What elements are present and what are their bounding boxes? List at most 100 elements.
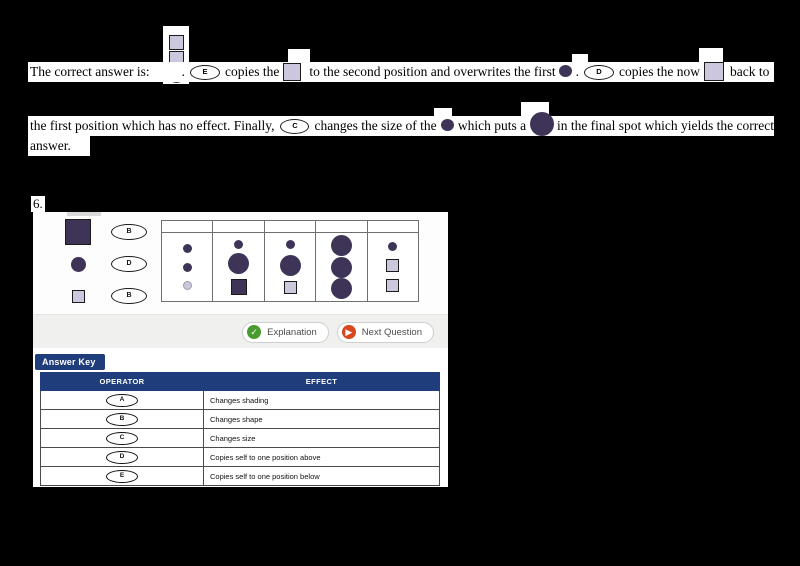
operator-token-b: B <box>111 224 147 240</box>
column-header-effect: EFFECT <box>203 372 440 391</box>
table-row: D Copies self to one position above <box>40 447 440 467</box>
line1-text-b: copies the <box>224 64 280 79</box>
shape-circle-light <box>182 280 192 290</box>
line2-text-a: the first position which has no effect. … <box>30 118 275 133</box>
answer-option-5[interactable] <box>367 221 419 301</box>
shape-circle-dark <box>70 256 86 272</box>
explanation-button[interactable]: ✓ Explanation <box>242 321 329 343</box>
table-row: E Copies self to one position below <box>40 466 440 486</box>
answer-option-selector[interactable] <box>162 221 213 233</box>
shape-circle-dark <box>330 256 352 278</box>
operator-token-e: E <box>189 64 220 80</box>
answer-options-grid <box>161 220 419 302</box>
answer-option-selector[interactable] <box>367 221 419 233</box>
shape-circle-dark <box>182 262 192 272</box>
shape-circle-dark <box>182 244 192 254</box>
operator-token-d: D <box>584 64 615 80</box>
cell-operator: C <box>40 428 204 448</box>
square-light-glyph <box>283 63 302 81</box>
explanation-button-label: Explanation <box>267 326 317 338</box>
answer-option-selector[interactable] <box>213 221 264 233</box>
line1-text-d: copies the now <box>619 64 700 79</box>
check-circle-icon: ✓ <box>247 325 262 339</box>
line1-text-c: to the second position and overwrites th… <box>309 64 556 79</box>
question-number: 6. <box>31 196 45 212</box>
circle-dark-glyph <box>440 119 454 131</box>
cell-effect: Copies self to one position above <box>203 447 440 467</box>
stem-row: B <box>61 280 171 312</box>
line2-text-b: changes the size of the <box>314 118 437 133</box>
play-circle-icon: ▶ <box>341 325 356 339</box>
next-question-button-label: Next Question <box>361 326 422 338</box>
line1-text-a: The correct answer is: <box>30 64 150 79</box>
line3-text: answer. <box>30 138 71 153</box>
cell-operator: D <box>40 447 204 467</box>
answer-option-4[interactable] <box>316 221 368 301</box>
shape-square-light <box>283 280 297 294</box>
cell-effect: Copies self to one position below <box>203 466 440 486</box>
cell-operator: A <box>40 390 204 410</box>
line1-text-e: back to <box>730 64 770 79</box>
stem-operator-cell: B <box>109 224 149 240</box>
operator-token-d: D <box>106 450 138 464</box>
shape-circle-dark <box>234 239 244 249</box>
answer-option-3[interactable] <box>264 221 317 301</box>
cell-operator: B <box>40 409 204 429</box>
answer-option-shapes <box>265 233 315 301</box>
line1-period-2: . <box>575 64 580 79</box>
operator-token-e: E <box>106 469 138 483</box>
glyph-backdrop <box>288 49 310 63</box>
circle-dark-large-glyph <box>530 112 555 136</box>
cell-effect: Changes shading <box>203 390 440 410</box>
shape-square-dark <box>65 219 91 245</box>
shape-square-light <box>386 278 400 292</box>
shape-square-dark <box>230 278 247 295</box>
stem-row: B <box>61 216 171 248</box>
shape-square-light <box>71 289 85 303</box>
answer-option-shapes <box>213 233 263 301</box>
shape-circle-dark <box>279 254 301 276</box>
answer-key-tab[interactable]: Answer Key <box>35 354 105 370</box>
shape-circle-dark <box>330 235 352 257</box>
question-toolbar: ✓ Explanation ▶ Next Question <box>33 315 448 350</box>
explanation-line-1: The correct answer is: . E copies the to… <box>28 62 774 82</box>
stem-shape-cell <box>61 256 95 272</box>
shape-circle-dark <box>330 277 352 299</box>
answer-option-shapes <box>316 233 366 301</box>
stem-operator-cell: B <box>109 288 149 304</box>
shape-circle-dark <box>228 253 250 274</box>
explanation-line-3: answer. <box>28 136 90 156</box>
glyph-backdrop <box>699 48 723 63</box>
shape-circle-dark <box>388 242 398 252</box>
stem-shape-cell <box>61 219 95 245</box>
stem-operator-cell: D <box>109 256 149 272</box>
shape-square-light <box>386 258 400 272</box>
table-header-row: OPERATOR EFFECT <box>40 372 440 391</box>
answer-option-2[interactable] <box>213 221 265 301</box>
table-row: C Changes size <box>40 428 440 448</box>
answer-option-selector[interactable] <box>264 221 316 233</box>
line2-text-d: in the final spot which yields the corre… <box>556 118 774 133</box>
line1-period: . <box>181 64 185 79</box>
operator-token-b: B <box>111 288 147 304</box>
cell-effect: Changes shape <box>203 409 440 429</box>
operator-token-c: C <box>106 431 138 445</box>
stem-shape-cell <box>61 289 95 303</box>
explanation-line-2: the first position which has no effect. … <box>28 112 774 136</box>
shape-circle-dark <box>285 240 295 250</box>
line2-text-c: which puts a <box>457 118 527 133</box>
answer-option-1[interactable] <box>162 221 214 301</box>
stem-row: D <box>61 248 171 280</box>
glyph-backdrop <box>572 54 588 64</box>
next-question-button[interactable]: ▶ Next Question <box>336 321 434 343</box>
answer-option-selector[interactable] <box>316 221 367 233</box>
operator-token-b: B <box>106 412 138 426</box>
table-row: B Changes shape <box>40 409 440 429</box>
circle-dark-glyph <box>558 65 572 77</box>
cell-effect: Changes size <box>203 428 440 448</box>
